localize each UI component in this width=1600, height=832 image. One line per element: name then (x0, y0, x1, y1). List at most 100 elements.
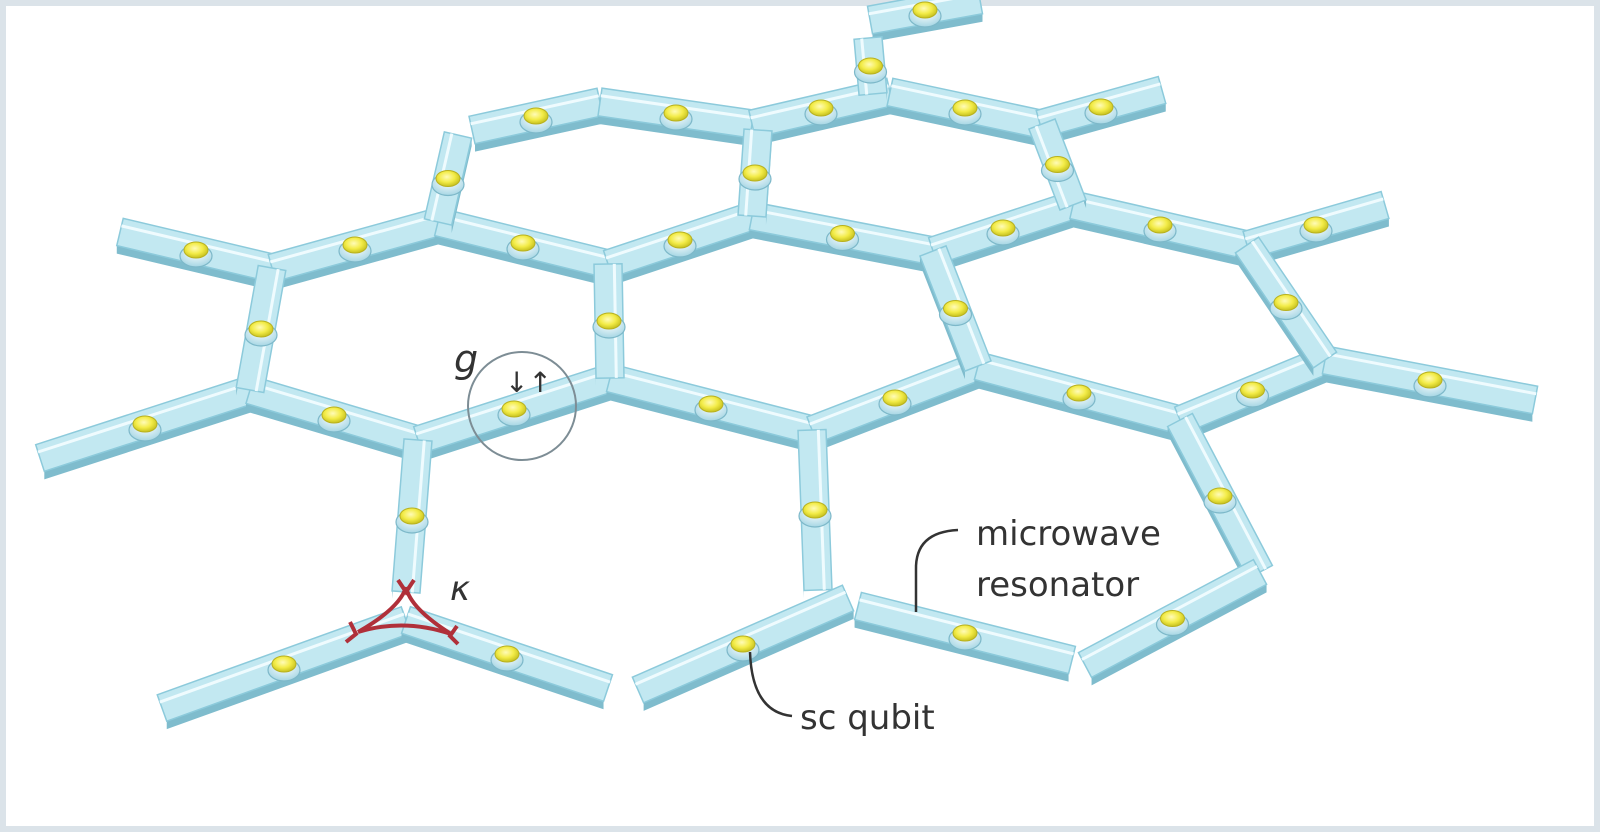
qubit-gold-pad (742, 164, 768, 182)
sc-qubit (738, 164, 772, 191)
resonator-side-face (606, 391, 809, 452)
sc-qubit (317, 406, 351, 433)
resonator-side-face (872, 13, 983, 42)
sc-qubit (1062, 384, 1096, 411)
resonator-label-line2: resonator (976, 565, 1139, 605)
resonator-side-face (974, 379, 1177, 442)
qubit-gold-pad (1160, 610, 1185, 627)
resonator-leader-line (914, 528, 959, 612)
qubit-gold-pad (501, 400, 527, 418)
qubit-gold-pad (943, 300, 968, 317)
qubit-gold-pad (952, 624, 978, 642)
sc-qubit (1203, 487, 1237, 514)
decay-annotation: κ (344, 569, 470, 646)
qubit-gold-pad (730, 635, 756, 653)
sc-qubit (1413, 371, 1447, 398)
sc-qubit (798, 501, 832, 528)
sc-qubit (128, 415, 162, 442)
sc-qubit (1155, 610, 1190, 637)
sc-qubit (908, 1, 942, 28)
sc-qubit (267, 655, 301, 682)
sc-qubit (179, 241, 213, 268)
resonator-side-face (1043, 103, 1166, 146)
sc-qubit (825, 225, 860, 252)
qubit-gold-pad (1088, 98, 1114, 116)
resonator-side-face (1069, 218, 1244, 267)
coupling-circle (467, 351, 577, 461)
sc-qubit (948, 99, 982, 126)
qubit-gold-pad (858, 57, 883, 75)
qubit-gold-pad (523, 107, 549, 125)
sc-qubit (853, 57, 888, 84)
sc-qubit (878, 389, 912, 416)
sc-qubit (804, 99, 838, 126)
decay-arrows-icon (344, 578, 460, 646)
decay-label: κ (450, 569, 470, 609)
qubit-markers (128, 1, 1447, 682)
sc-qubit (663, 231, 697, 258)
qubit-gold-pad (271, 655, 297, 673)
resonator-side-face (246, 403, 415, 462)
sc-qubit (497, 400, 531, 427)
sc-qubit (338, 236, 372, 263)
qubit-gold-pad (1066, 384, 1092, 402)
sc-qubit (506, 234, 540, 261)
resonator-side-face (612, 229, 757, 286)
sc-qubit (431, 170, 465, 197)
qubit-gold-pad (399, 507, 425, 525)
resonator-label-line1: microwave (976, 514, 1161, 554)
qubit-annotation: sc qubit (748, 651, 935, 738)
qubit-gold-pad (321, 406, 347, 424)
qubit-gold-pad (1417, 371, 1443, 389)
qubit-gold-pad (830, 225, 855, 242)
qubit-label: sc qubit (800, 698, 935, 738)
spin-label: ↓↑ (505, 366, 552, 399)
resonator-side-face (887, 105, 1038, 146)
qubit-gold-pad (596, 312, 622, 330)
qubit-gold-pad (1147, 216, 1173, 234)
qubit-gold-pad (952, 99, 978, 117)
qubit-gold-pad (1240, 381, 1265, 399)
qubit-gold-pad (342, 236, 368, 254)
qubit-gold-pad (183, 241, 209, 259)
sc-qubit (694, 395, 728, 422)
resonator-side-face (422, 391, 615, 462)
sc-qubit (938, 300, 973, 327)
resonator-side-face (597, 115, 750, 146)
resonator-side-face (116, 245, 269, 290)
resonator-side-face (749, 229, 931, 273)
qubit-gold-pad (663, 104, 689, 122)
sc-qubit (1235, 381, 1270, 408)
sc-qubit (1299, 216, 1333, 243)
qubit-gold-pad (990, 219, 1016, 237)
resonator-side-face (401, 633, 604, 710)
qubit-gold-pad (248, 320, 274, 338)
resonator-side-face (275, 235, 442, 290)
qubit-gold-pad (132, 415, 158, 433)
qubit-gold-pad (698, 395, 724, 413)
resonator-side-face (474, 115, 603, 152)
sc-qubit (659, 104, 693, 131)
resonator-side-face (1322, 373, 1533, 422)
resonator-edges (34, 0, 1539, 730)
qubit-gold-pad (435, 170, 461, 187)
resonator-side-face (44, 403, 255, 480)
resonator-side-face (1250, 218, 1389, 267)
resonator-side-face (854, 619, 1069, 682)
qubit-gold-pad (882, 389, 908, 407)
qubit-gold-pad (510, 234, 536, 252)
sc-qubit (1143, 216, 1177, 243)
coupling-annotation: g ↓↑ (454, 337, 577, 461)
sc-qubit (948, 624, 982, 651)
qubit-gold-pad (802, 501, 828, 519)
qubit-gold-pad (912, 1, 938, 19)
sc-qubit (592, 312, 626, 339)
sc-qubit (490, 645, 524, 672)
sc-qubit (1269, 294, 1303, 321)
sc-qubit (986, 219, 1020, 246)
resonator-side-face (166, 633, 411, 730)
sc-qubit (395, 507, 429, 534)
